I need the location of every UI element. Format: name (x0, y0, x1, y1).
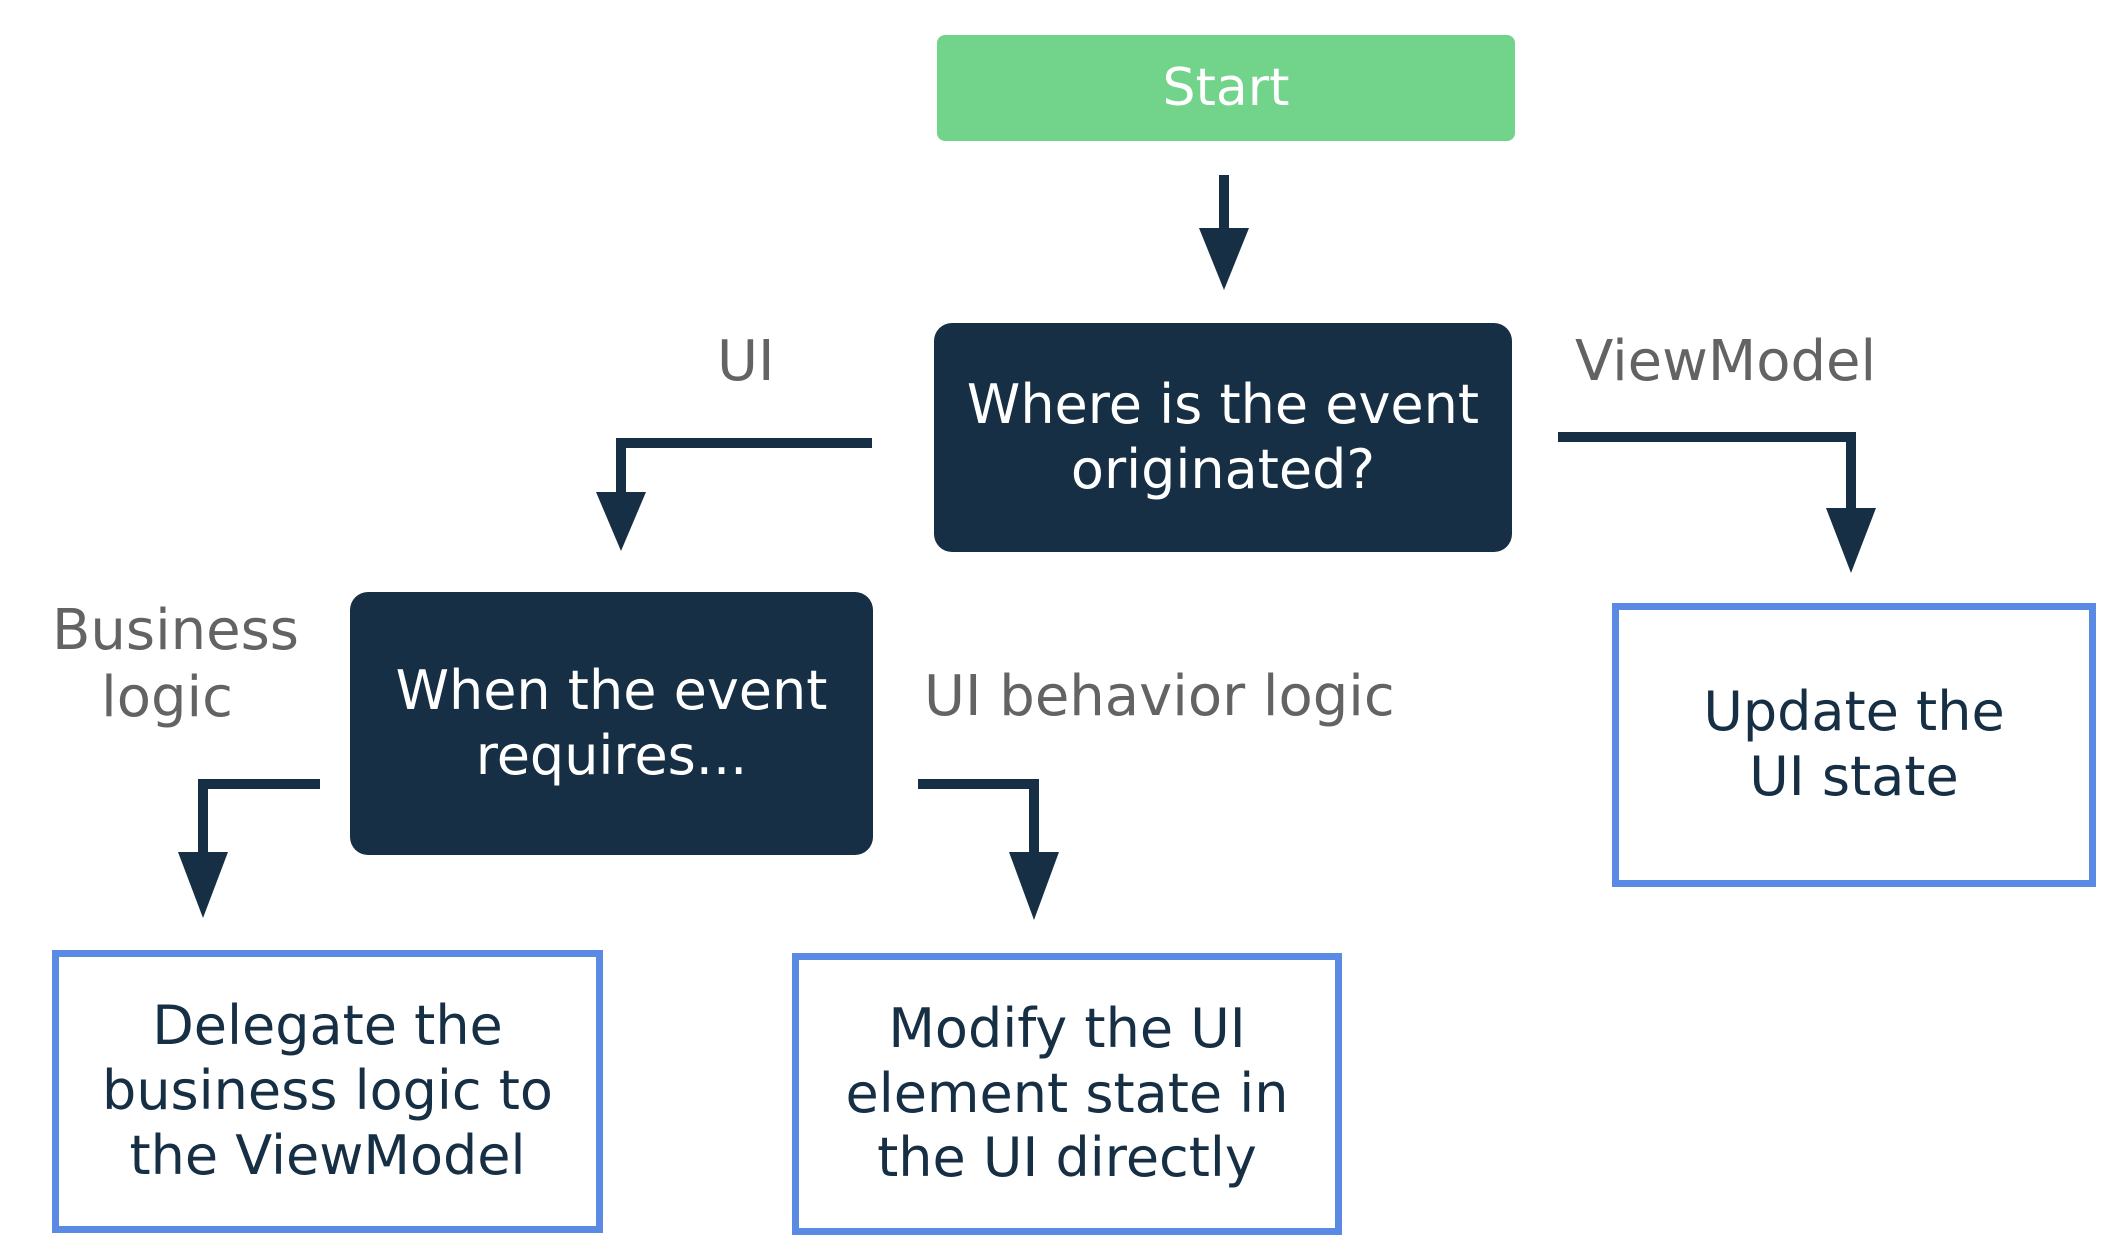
requirement-decision-line-1: When the event (395, 658, 828, 722)
delegate-business-logic-node: Delegate the business logic to the ViewM… (52, 950, 603, 1233)
requirement-decision-line-2: requires... (475, 723, 748, 787)
business-logic-line-2: logic (101, 665, 233, 731)
edge-label-business-logic: Business logic (52, 597, 299, 731)
start-node: Start (937, 35, 1515, 141)
arrow-requirement-to-modify-shaft (918, 779, 1039, 855)
requirement-decision-text: When the event requires... (396, 659, 828, 789)
origin-decision-line-1: Where is the event (966, 372, 1480, 436)
modify-line-3: the UI directly (877, 1126, 1257, 1190)
business-logic-line-1: Business (52, 598, 299, 663)
arrow-origin-to-update-head (1826, 508, 1876, 573)
edge-label-ui-behavior-logic: UI behavior logic (924, 664, 1395, 729)
update-ui-state-text: Update the UI state (1703, 680, 2004, 810)
modify-ui-element-text: Modify the UI element state in the UI di… (845, 997, 1288, 1191)
arrow-origin-to-requirement-shaft (616, 438, 872, 495)
update-ui-state-node: Update the UI state (1612, 603, 2096, 887)
delegate-business-logic-text: Delegate the business logic to the ViewM… (102, 994, 553, 1188)
modify-line-2: element state in (845, 1061, 1289, 1125)
edge-label-viewmodel: ViewModel (1575, 329, 1877, 394)
start-label: Start (1162, 57, 1290, 118)
origin-decision-node: Where is the event originated? (934, 323, 1512, 552)
arrow-origin-to-update-shaft (1558, 432, 1856, 512)
arrow-requirement-to-delegate-shaft (198, 779, 320, 855)
origin-decision-line-2: originated? (1070, 437, 1376, 501)
modify-ui-element-node: Modify the UI element state in the UI di… (792, 953, 1342, 1235)
arrow-requirement-to-modify-head (1009, 852, 1059, 920)
delegate-line-1: Delegate the (152, 994, 503, 1058)
origin-decision-text: Where is the event originated? (967, 373, 1479, 503)
arrow-requirement-to-delegate-head (178, 852, 228, 918)
delegate-line-3: the ViewModel (129, 1123, 526, 1187)
arrow-start-to-origin-head (1199, 228, 1249, 290)
modify-line-1: Modify the UI (888, 996, 1246, 1060)
update-ui-state-line-1: Update the (1703, 680, 2005, 744)
arrow-origin-to-requirement-head (596, 492, 646, 551)
delegate-line-2: business logic to (102, 1059, 553, 1123)
requirement-decision-node: When the event requires... (350, 592, 873, 855)
edge-label-ui: UI (717, 329, 775, 394)
update-ui-state-line-2: UI state (1749, 745, 1959, 808)
